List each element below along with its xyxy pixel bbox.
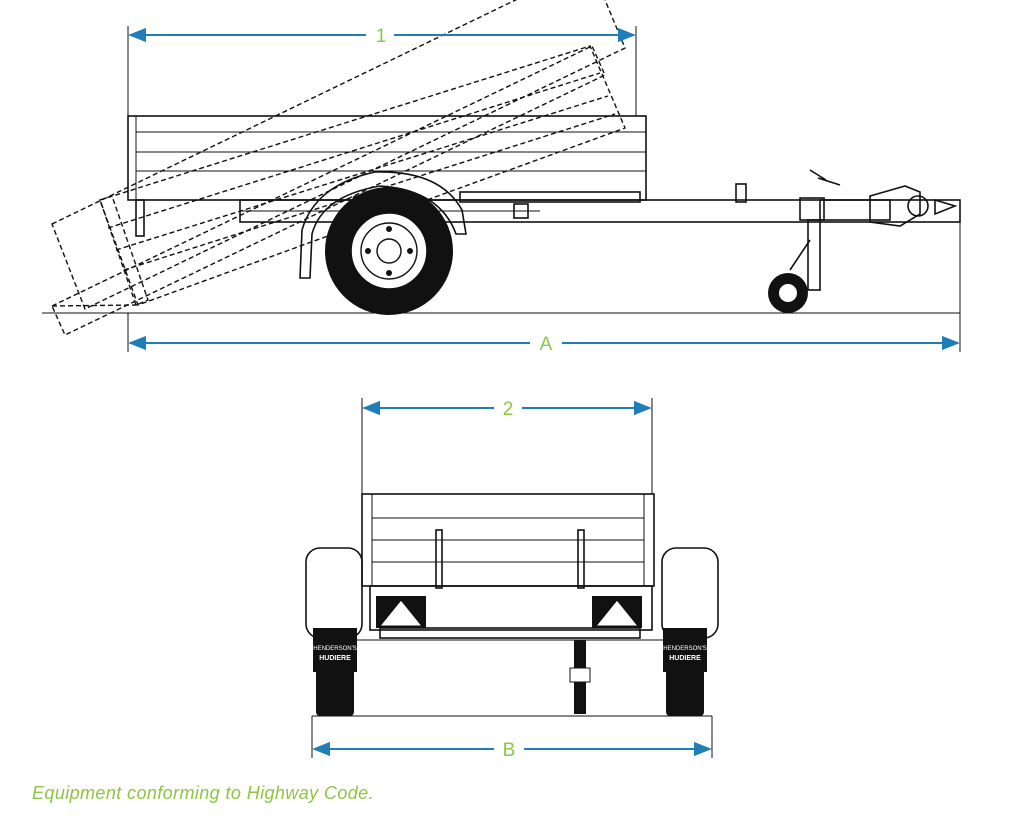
rear-undercarriage (356, 585, 666, 714)
dimension-label-a: A (540, 334, 553, 355)
mudflap-text: HUDIERE (669, 655, 701, 662)
right-mudflap: HENDERSON'S HUDIERE (663, 628, 707, 672)
dimension-b: B (311, 716, 713, 761)
right-fender (661, 547, 719, 639)
dimension-label-2: 2 (503, 399, 514, 420)
side-view (42, 0, 961, 336)
left-fender (305, 547, 363, 639)
right-tire (666, 660, 704, 716)
left-tire (316, 660, 354, 716)
left-mudflap: HENDERSON'S HUDIERE (313, 628, 357, 672)
jockey-wheel (768, 219, 821, 313)
rear-box (361, 493, 655, 589)
dimension-1: 1 (127, 24, 637, 116)
dimension-label-b: B (503, 740, 516, 761)
side-wheel (325, 187, 453, 315)
mudguard (299, 171, 467, 279)
dimension-a: A (127, 204, 961, 355)
mudflap-text: HENDERSON'S (663, 646, 707, 652)
rear-view: HENDERSON'S HUDIERE HENDERSON'S HUDIERE (305, 493, 719, 717)
mudflap-text: HENDERSON'S (313, 646, 357, 652)
caption: Equipment conforming to Highway Code. (32, 783, 374, 803)
dimension-2: 2 (361, 397, 653, 494)
dimension-label-1: 1 (376, 26, 387, 47)
mudflap-text: HUDIERE (319, 655, 351, 662)
